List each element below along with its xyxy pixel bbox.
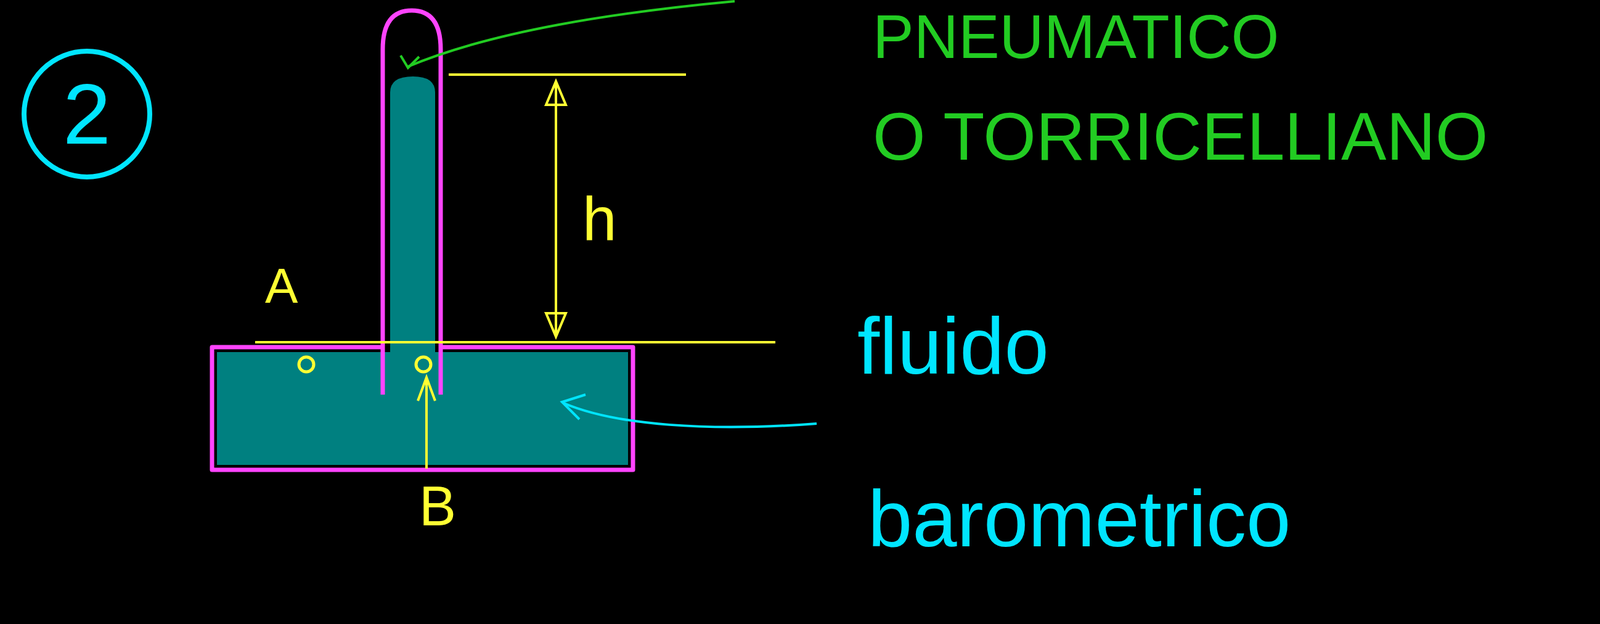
fluid-column bbox=[390, 76, 436, 395]
top-level-line bbox=[448, 73, 686, 76]
point-arrow bbox=[425, 379, 428, 469]
leader-line bbox=[408, 1, 735, 67]
fluid-label: barometrico bbox=[867, 474, 1291, 563]
point-marker bbox=[298, 356, 314, 372]
title-word: PNEUMATICO bbox=[872, 2, 1279, 71]
point-label: A bbox=[265, 258, 298, 314]
dimension-line bbox=[554, 81, 558, 337]
dimension-arrow bbox=[546, 81, 566, 105]
callout-number: 2 bbox=[62, 70, 111, 158]
leader-arrow bbox=[400, 55, 420, 68]
tube-outline bbox=[382, 10, 441, 395]
base-level-line bbox=[255, 340, 776, 344]
title-word: O TORRICELLIANO bbox=[872, 98, 1488, 174]
point-marker bbox=[416, 356, 431, 372]
point-arrow-head bbox=[417, 377, 436, 401]
leader-arrow bbox=[562, 394, 586, 420]
dimension-arrow bbox=[546, 313, 566, 337]
callout-circle-ring bbox=[24, 51, 150, 177]
callout-circle: 2 bbox=[20, 47, 154, 181]
leader-line bbox=[563, 403, 817, 427]
point-label: B bbox=[419, 475, 457, 537]
fluid-label: fluido bbox=[857, 302, 1049, 391]
basin-outline bbox=[212, 346, 633, 470]
dimension-label: h bbox=[582, 184, 617, 253]
